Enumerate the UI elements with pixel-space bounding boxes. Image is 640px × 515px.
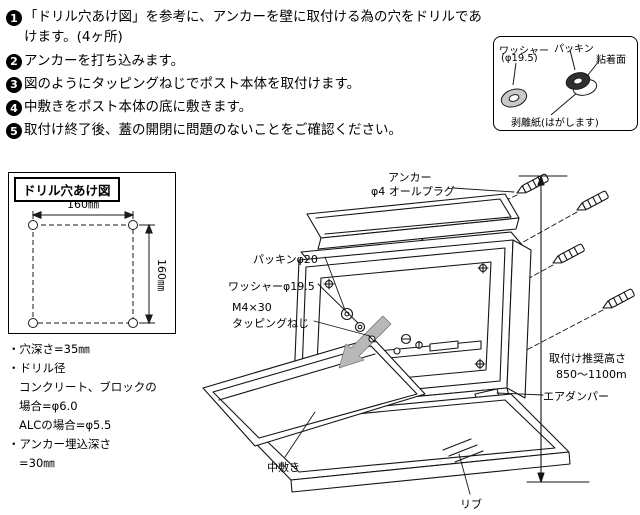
- note-alc: ALCの場合=φ5.5: [19, 418, 112, 432]
- mat-label: 中敷き: [267, 461, 300, 474]
- step-4-number: 4: [6, 100, 22, 116]
- packing-callout-label: パッキン: [554, 44, 594, 55]
- mount-height-label-1: 取付け推奨高さ: [549, 352, 626, 365]
- step-5-text: 取付け終了後、蓋の開閉に問題のないことをご確認ください。: [24, 122, 402, 139]
- note-concrete: コンクリート、ブロックの: [19, 380, 157, 394]
- step-4-text: 中敷きをポスト本体の底に敷きます。: [24, 99, 253, 115]
- height-dimension: [518, 175, 590, 483]
- parts-callout-drawing: [500, 49, 600, 116]
- step-1-number: 1: [6, 10, 22, 26]
- step-2-number: 2: [6, 53, 22, 70]
- rib-label: リブ: [460, 498, 482, 511]
- post-assembly-drawing: [202, 173, 635, 495]
- step-3: 3 図のようにタッピングねじでポスト本体を取付けます。: [6, 74, 494, 94]
- step-3-number: 3: [6, 76, 22, 93]
- washer-size-label: (φ19.5): [501, 53, 538, 64]
- instruction-steps: 1 「ドリル穴あけ図」を参考に、アンカーを壁に取付ける為の穴をドリルであけます。…: [6, 7, 494, 144]
- step-2-text: アンカーを打ち込みます。: [24, 52, 185, 69]
- anchor-label: アンカー: [388, 171, 432, 184]
- washer-icon: [500, 88, 528, 108]
- leader-lines: [284, 187, 544, 495]
- mount-height-label-2: 850〜1100m: [556, 368, 627, 381]
- insert-arrow-icon: [338, 315, 392, 369]
- packing-icon: [565, 72, 598, 96]
- post-lid: [306, 193, 520, 250]
- note-concrete-2: 場合=φ6.0: [19, 399, 78, 413]
- note-anchor-depth: ・アンカー埋込深さ: [8, 437, 112, 451]
- drill-hole-pattern: 160㎜ 160㎜: [28, 198, 168, 328]
- screw-label-1: M4×30: [232, 301, 272, 314]
- anchor-icons: [516, 173, 635, 309]
- step-1-text: 「ドリル穴あけ図」を参考に、アンカーを壁に取付ける為の穴をドリルであけます。(4…: [24, 9, 482, 46]
- note-drill-dia: ・ドリル径: [8, 361, 66, 375]
- step-5: 5 取付け終了後、蓋の開閉に問題のないことをご確認ください。: [6, 120, 494, 140]
- screw-label-2: タッピングねじ: [232, 317, 309, 330]
- washer-label: ワッシャーφ19.5: [228, 280, 315, 293]
- step-3-text: 図のようにタッピングねじでポスト本体を取付けます。: [24, 75, 361, 92]
- adhesive-side-label: 粘着面: [596, 55, 626, 66]
- drill-hole-diagram-box: ドリル穴あけ図: [8, 172, 176, 334]
- note-hole-depth: ・穴深さ=35㎜: [8, 342, 90, 356]
- parts-callout-box: ワッシャー (φ19.5) パッキン 粘着面 剥離紙(はがします): [493, 36, 638, 131]
- release-paper-label: 剥離紙(はがします): [511, 118, 599, 129]
- post-body: [292, 231, 532, 417]
- drill-notes: ・穴深さ=35㎜ ・ドリル径 コンクリート、ブロックの 場合=φ6.0 ALCの…: [8, 340, 182, 473]
- packing-label: パッキンφ20: [253, 253, 318, 266]
- rib-lines: [442, 438, 484, 463]
- air-damper-label: エアダンパー: [543, 390, 609, 403]
- drill-diagram-title: ドリル穴あけ図: [14, 177, 120, 202]
- note-anchor-depth-2: =30㎜: [19, 456, 55, 470]
- step-4: 4 中敷きをポスト本体の底に敷きます。: [6, 97, 494, 117]
- washer-callout-label: ワッシャー: [499, 46, 549, 57]
- drill-height-dimension: 160㎜: [155, 259, 168, 291]
- step-5-number: 5: [6, 123, 22, 140]
- step-2: 2 アンカーを打ち込みます。: [6, 51, 494, 71]
- step-1: 1 「ドリル穴あけ図」を参考に、アンカーを壁に取付ける為の穴をドリルであけます。…: [6, 7, 494, 48]
- anchor-spec-label: φ4 オールプラグ: [371, 185, 455, 198]
